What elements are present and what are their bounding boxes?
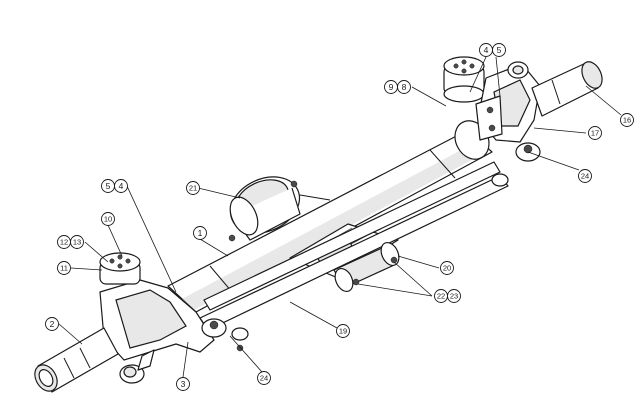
callout-21: 21 [186,181,200,195]
svg-text:12: 12 [60,238,68,247]
callout-12: 12 [57,235,71,249]
air-bellows [228,176,331,242]
callout-23: 23 [447,289,461,303]
callout-5-right: 5 [492,43,506,57]
svg-text:13: 13 [73,238,81,247]
svg-text:1: 1 [198,228,203,238]
callout-22: 22 [434,289,448,303]
svg-text:10: 10 [104,215,112,224]
callout-10: 10 [101,212,115,226]
svg-text:16: 16 [623,116,631,125]
left-knuckle [34,252,249,393]
callout-3: 3 [176,377,190,391]
svg-text:17: 17 [591,129,599,138]
callout-4-right: 4 [479,43,493,57]
callout-20: 20 [440,261,454,275]
callout-11: 11 [57,261,71,275]
svg-text:9: 9 [389,82,394,92]
svg-text:5: 5 [497,45,502,55]
svg-text:19: 19 [339,327,347,336]
svg-text:24: 24 [260,374,268,383]
callout-2: 2 [45,317,59,331]
svg-text:21: 21 [189,184,197,193]
svg-text:3: 3 [181,379,186,389]
svg-text:24: 24 [581,172,589,181]
svg-text:20: 20 [443,264,451,273]
callout-9: 9 [384,80,398,94]
tie-rod [199,161,509,331]
callout-5-left: 5 [101,179,115,193]
callout-24-left: 24 [257,371,271,385]
callout-24-right: 24 [578,169,592,183]
callout-16: 16 [620,113,634,127]
svg-text:4: 4 [119,181,124,191]
leader-lines [58,56,622,378]
svg-text:5: 5 [106,181,111,191]
callout-8: 8 [397,80,411,94]
svg-text:22: 22 [437,292,445,301]
callout-19: 19 [336,324,350,338]
callout-4-left: 4 [114,179,128,193]
svg-text:11: 11 [60,264,68,273]
right-knuckle [443,56,603,187]
svg-text:4: 4 [484,45,489,55]
svg-text:8: 8 [402,82,407,92]
callout-17: 17 [588,126,602,140]
svg-text:2: 2 [50,319,55,329]
svg-text:23: 23 [450,292,458,301]
callout-1: 1 [193,226,207,240]
callout-13: 13 [70,235,84,249]
